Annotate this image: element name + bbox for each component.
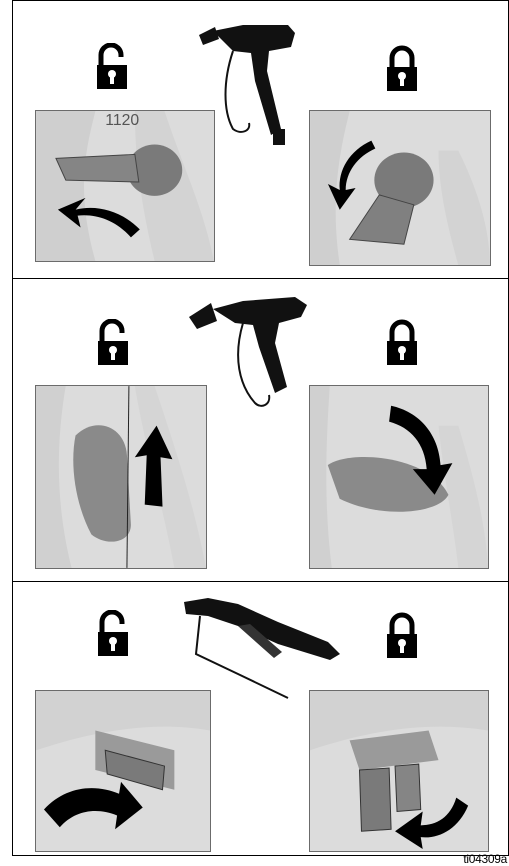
trigger-lock-locked-photo [309,385,489,569]
trigger-lock-unlocked-photo: 1120 [35,110,215,262]
locked-padlock-icon [385,612,419,658]
figure-id: ti04309a [463,852,507,866]
unlocked-padlock-icon [95,43,129,89]
trigger-lock-unlocked-photo [35,690,211,852]
panel-3 [13,582,508,857]
pole-gun-icon [178,594,348,704]
trigger-lock-locked-photo [309,690,489,852]
panel-1: 1120 [13,1,508,278]
trigger-lock-unlocked-photo [35,385,207,569]
unlocked-padlock-icon [96,610,130,656]
unlocked-padlock-icon [96,319,130,365]
locked-padlock-icon [385,319,419,365]
locked-padlock-icon [385,45,419,91]
part-marking: 1120 [105,112,139,129]
trigger-lock-locked-photo [309,110,491,266]
panel-2 [13,279,508,581]
instruction-figure: 1120 [12,0,509,856]
